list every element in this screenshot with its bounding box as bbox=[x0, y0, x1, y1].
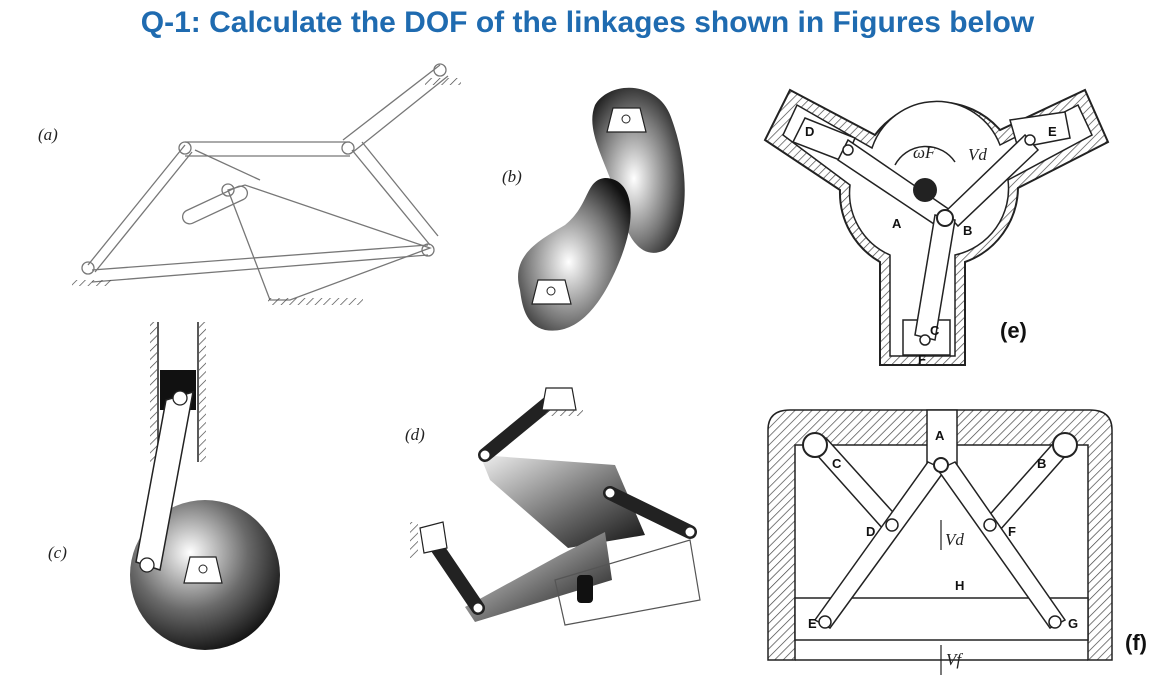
output-link bbox=[465, 532, 612, 622]
point-b: B bbox=[1037, 456, 1046, 471]
ground-hatch bbox=[410, 522, 418, 558]
ground-hatch bbox=[72, 280, 112, 286]
point-c: C bbox=[832, 456, 842, 471]
point-f: F bbox=[1008, 524, 1016, 539]
pivot-block bbox=[183, 556, 223, 584]
frame bbox=[767, 409, 1113, 661]
point-e: E bbox=[1048, 124, 1057, 139]
point-g: G bbox=[1068, 616, 1078, 631]
ground-hatch bbox=[425, 78, 461, 85]
figure-a-label: (a) bbox=[38, 125, 58, 144]
figure-b-label: (b) bbox=[502, 167, 522, 186]
velocity-label: Vd bbox=[968, 145, 987, 164]
point-a: A bbox=[935, 428, 945, 443]
point-c: C bbox=[930, 323, 940, 338]
figure-c-label: (c) bbox=[48, 543, 67, 562]
wall-hatch bbox=[150, 322, 157, 462]
point-h: H bbox=[955, 578, 964, 593]
pivot-icon bbox=[621, 114, 631, 124]
point-b: B bbox=[963, 223, 972, 238]
point-f: F bbox=[918, 352, 926, 367]
figure-e-label: (e) bbox=[1000, 318, 1027, 343]
omega-label: ωF bbox=[913, 143, 936, 162]
pivot-block bbox=[531, 279, 572, 305]
figure-d-label: (d) bbox=[405, 425, 425, 444]
pivot-block bbox=[419, 521, 448, 554]
point-d: D bbox=[805, 124, 814, 139]
wall-hatch bbox=[199, 322, 206, 462]
velocity-d-label: Vd bbox=[945, 530, 964, 549]
velocity-f-label: Vf bbox=[946, 650, 963, 669]
ground-hatch bbox=[268, 298, 363, 305]
pivot-icon bbox=[546, 286, 556, 296]
point-a: A bbox=[892, 216, 902, 231]
ground-hatch bbox=[545, 410, 583, 416]
point-e: E bbox=[808, 616, 817, 631]
point-d: D bbox=[866, 524, 875, 539]
pivot-block bbox=[606, 107, 647, 133]
linkage-a bbox=[81, 63, 449, 301]
coupler-link bbox=[480, 455, 645, 548]
page-title: Q-1: Calculate the DOF of the linkages s… bbox=[140, 6, 1035, 39]
pivot-icon bbox=[198, 564, 208, 574]
links-f bbox=[806, 437, 1077, 629]
figure-f-label: (f) bbox=[1125, 630, 1147, 655]
